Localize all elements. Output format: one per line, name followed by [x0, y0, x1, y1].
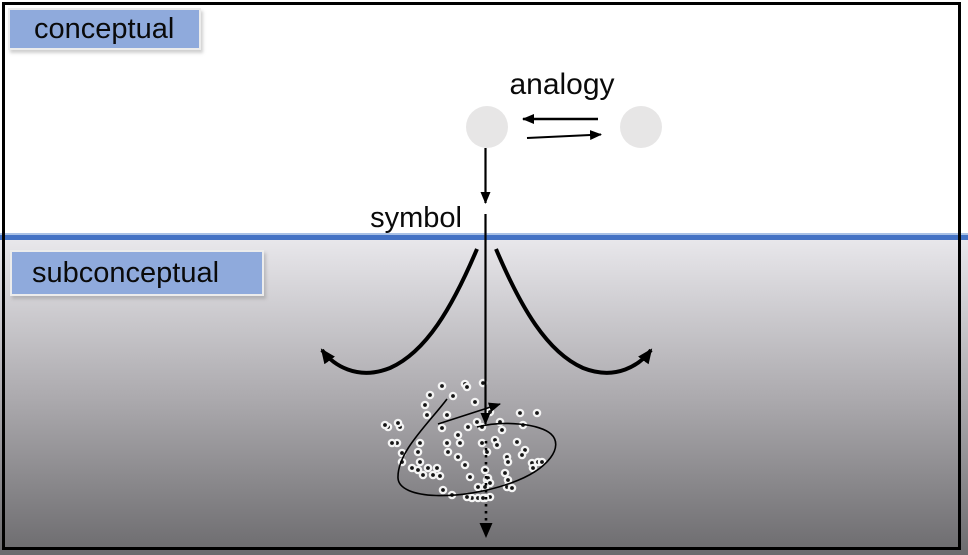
- conceptual-label-text: conceptual: [34, 12, 175, 45]
- attractor-loop-arrow: [437, 402, 501, 425]
- symbol-label: symbol: [370, 202, 462, 234]
- analogy-arrow-right: [526, 130, 602, 141]
- divergence-curve-right: [494, 248, 653, 375]
- subconceptual-label-text: subconceptual: [32, 256, 220, 289]
- concept-node-right: [620, 106, 662, 148]
- concept-node-left: [466, 106, 508, 148]
- subconceptual-label: subconceptual: [10, 250, 264, 296]
- analogy-label: analogy: [509, 68, 615, 101]
- attractor-loop: [397, 398, 557, 497]
- conceptual-label: conceptual: [8, 8, 201, 50]
- level-divider-line: [0, 233, 968, 240]
- dot-cluster: [380, 378, 547, 503]
- divergence-curve-left: [320, 248, 479, 375]
